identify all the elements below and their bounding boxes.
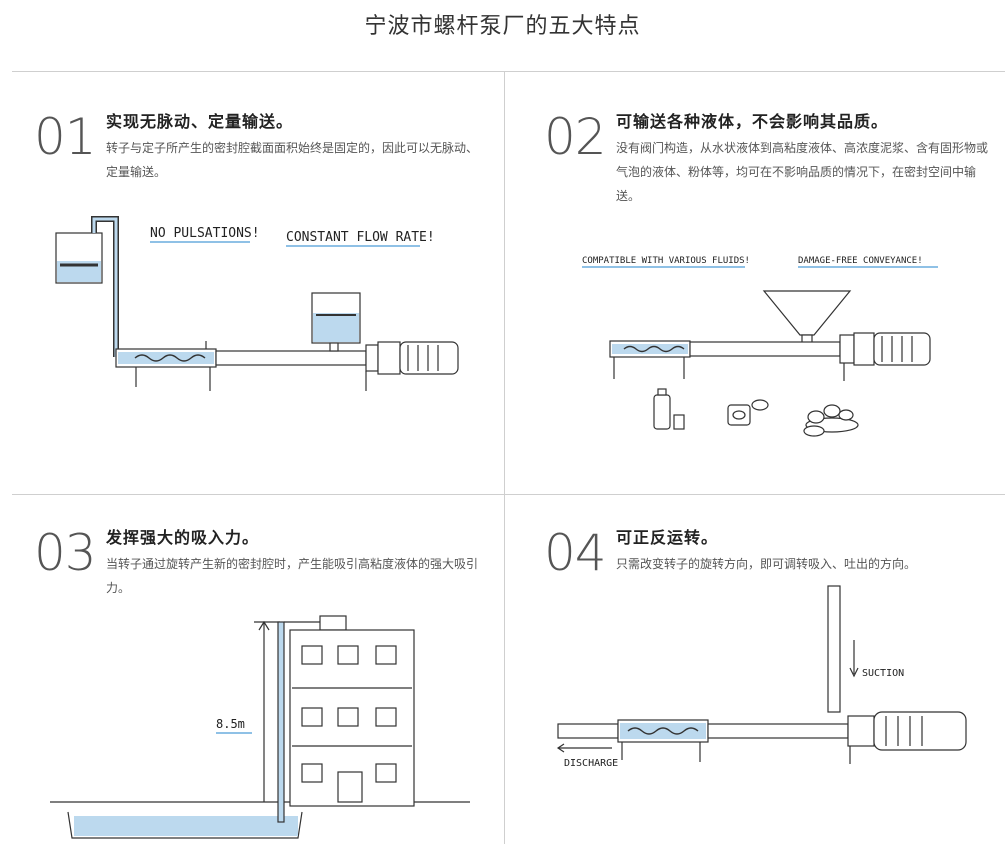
feature-number: 03 xyxy=(34,524,97,582)
feature-title: 可正反运转。 xyxy=(616,528,719,547)
illustration-suction-building: 8.5m xyxy=(50,615,470,839)
feature-title: 发挥强大的吸入力。 xyxy=(106,528,260,547)
label-constant-flow-rate: CONSTANT FLOW RATE! xyxy=(286,230,435,245)
feature-title: 可输送各种液体，不会影响其品质。 xyxy=(616,112,889,131)
grid-divider-middle xyxy=(12,494,1005,495)
feature-description: 当转子通过旋转产生新的密封腔时，产生能吸引高粘度液体的强大吸引力。 xyxy=(106,557,479,595)
illustration-various-fluids-pump: COMPATIBLE WITH VARIOUS FLUIDS! DAMAGE-F… xyxy=(582,256,938,437)
illustration-no-pulsation-pump: NO PULSATIONS! CONSTANT FLOW RATE! xyxy=(55,216,459,391)
grid-divider-top xyxy=(12,71,1005,72)
feature-number: 01 xyxy=(34,108,97,166)
feature-description: 没有阀门构造，从水状液体到高粘度液体、高浓度泥浆、含有固形物或气泡的液体、粉体等… xyxy=(616,141,989,203)
feature-description: 只需改变转子的旋转方向，即可调转吸入、吐出的方向。 xyxy=(616,557,917,571)
page-title: 宁波市螺杆泵厂的五大特点 xyxy=(364,14,641,39)
feature-description: 转子与定子所产生的密封腔截面面积始终是固定的，因此可以无脉动、定量输送。 xyxy=(106,141,479,179)
label-no-pulsations: NO PULSATIONS! xyxy=(150,226,260,241)
label-damage-free: DAMAGE-FREE CONVEYANCE! xyxy=(798,256,923,266)
grid-divider-vertical xyxy=(504,72,505,844)
label-compatible-fluids: COMPATIBLE WITH VARIOUS FLUIDS! xyxy=(582,256,750,266)
illustration-reversible-pump: SUCTION DISCHARGE xyxy=(556,585,967,769)
label-discharge: DISCHARGE xyxy=(564,758,618,769)
feature-number: 04 xyxy=(544,524,607,582)
label-suction: SUCTION xyxy=(862,668,904,679)
feature-number: 02 xyxy=(544,108,607,166)
feature-title: 实现无脉动、定量输送。 xyxy=(106,112,294,131)
label-height: 8.5m xyxy=(216,717,245,731)
